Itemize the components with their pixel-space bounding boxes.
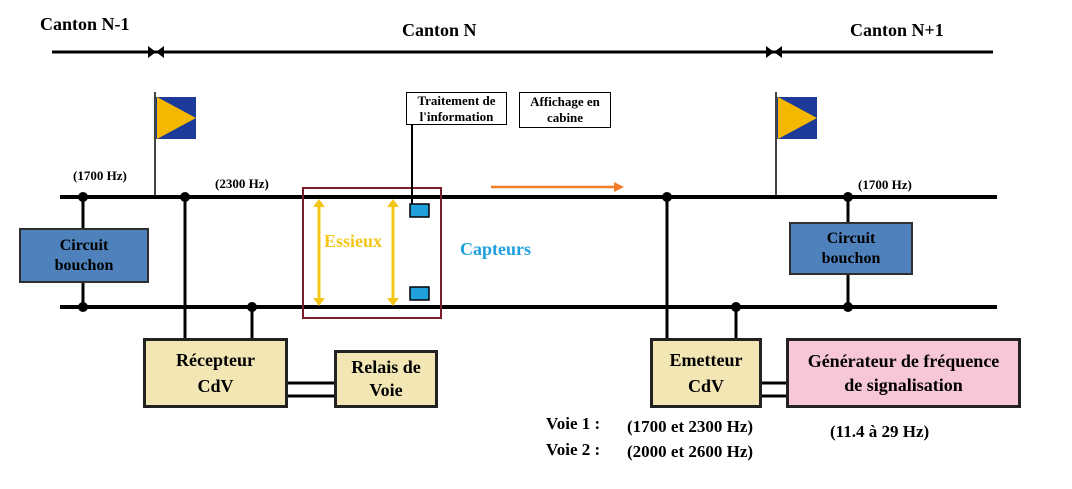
freq-left-label: (1700 Hz): [73, 168, 127, 183]
voie2-value: (2000 et 2600 Hz): [627, 442, 753, 461]
voie2-label: Voie 2 :: [546, 440, 600, 459]
recepteur-cdv-box: Récepteur CdV: [143, 338, 288, 408]
canton-separator-right: [766, 46, 782, 58]
signal-flag-left-icon: [154, 92, 196, 195]
signal-flag-right-icon: [775, 92, 817, 195]
canton-right-label: Canton N+1: [850, 20, 944, 40]
circuit-bouchon-right: Circuit bouchon: [789, 222, 913, 275]
circuit-bouchon-left: Circuit bouchon: [19, 228, 149, 283]
junction-dot: [662, 192, 672, 202]
essieux-label: Essieux: [324, 231, 382, 251]
generateur-box: Générateur de fréquence de signalisation: [786, 338, 1021, 408]
essieu-arrow-right: [387, 199, 399, 306]
junction-dot: [78, 302, 88, 312]
freq-center-label: (2300 Hz): [215, 176, 269, 191]
junction-dot: [247, 302, 257, 312]
traitement-information-box: Traitement de l'information: [406, 92, 507, 125]
canton-center-label: Canton N: [402, 20, 477, 40]
emetteur-cdv-box: Emetteur CdV: [650, 338, 762, 408]
relais-de-voie-box: Relais de Voie: [334, 350, 438, 408]
junction-dot: [843, 192, 853, 202]
train-frame: [302, 187, 442, 319]
voie1-value: (1700 et 2300 Hz): [627, 417, 753, 436]
direction-arrow-icon: [491, 182, 624, 192]
junction-dot: [78, 192, 88, 202]
capteurs-label: Capteurs: [460, 239, 531, 259]
junction-dot: [843, 302, 853, 312]
capteur-bottom: [409, 286, 430, 301]
junction-dot: [731, 302, 741, 312]
capteur-top: [409, 203, 430, 218]
freq-right-label: (1700 Hz): [858, 177, 912, 192]
voie1-label: Voie 1 :: [546, 414, 600, 433]
canton-separator-left: [148, 46, 164, 58]
essieu-arrow-left: [313, 199, 325, 306]
affichage-cabine-box: Affichage en cabine: [519, 92, 611, 128]
junction-dot: [180, 192, 190, 202]
frequency-range: (11.4 à 29 Hz): [830, 422, 929, 441]
canton-left-label: Canton N-1: [40, 14, 130, 34]
